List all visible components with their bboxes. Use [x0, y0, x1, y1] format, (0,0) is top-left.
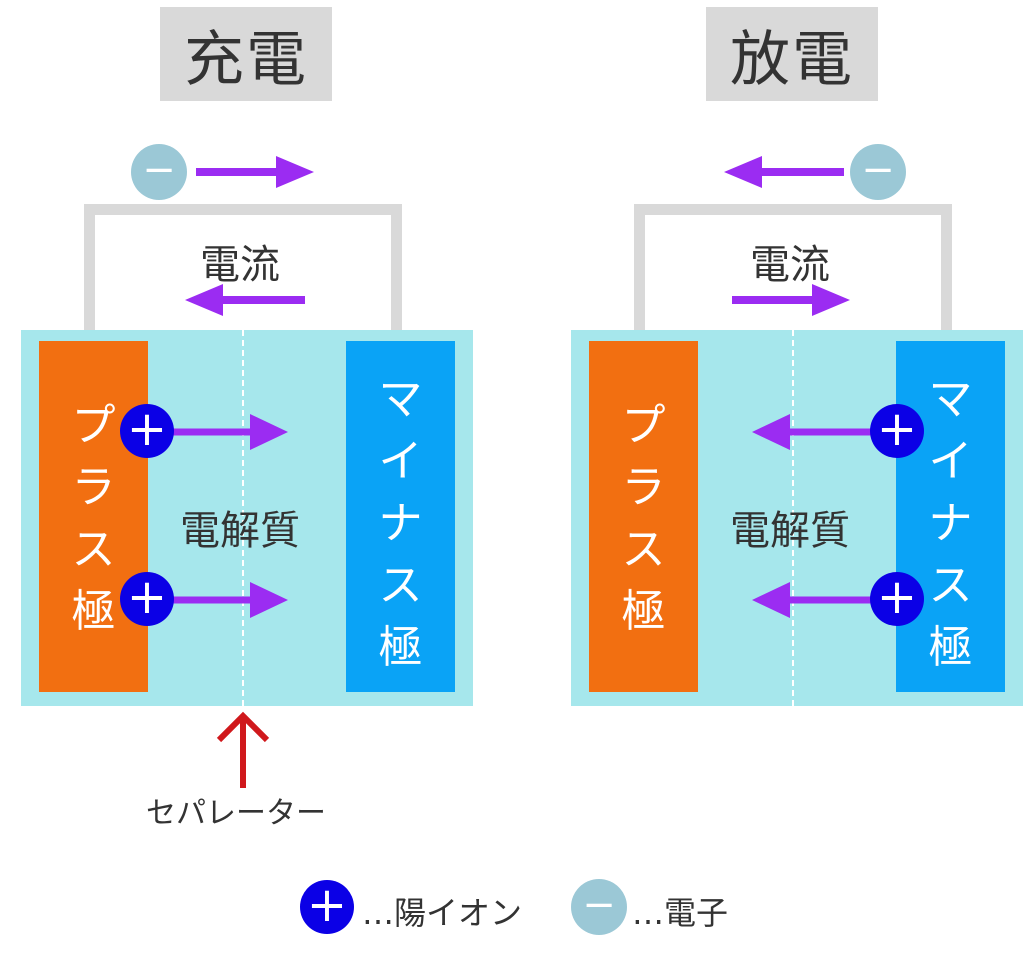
- external-circuit-wire: [634, 204, 952, 353]
- minus-electrode-char: ス: [928, 560, 973, 611]
- minus-electrode-char: ス: [378, 560, 423, 611]
- electron-flow-arrow: [196, 156, 314, 188]
- discharge-panel: 放電 − 電流 プ ラ ス 極 マ イ ナ ス 極 電解質 + +: [550, 0, 1036, 760]
- cation-icon: +: [870, 404, 924, 458]
- minus-electrode-char: イ: [378, 436, 423, 487]
- minus-electrode-char: イ: [928, 436, 973, 487]
- electrolyte-label: 電解質: [180, 508, 300, 554]
- cation-icon: +: [120, 572, 174, 626]
- minus-electrode-char: 極: [928, 622, 973, 673]
- charge-panel: 充電 − 電流 プ ラ ス 極 マ イ ナ ス 極 電解質 + + セパレーター: [0, 0, 518, 831]
- plus-electrode-char: 極: [621, 586, 666, 637]
- plus-electrode-char: ラ: [71, 462, 116, 513]
- legend-electron-label: …電子: [632, 894, 729, 932]
- minus-electrode-char: マ: [378, 374, 423, 425]
- minus-electrode: マ イ ナ ス 極: [346, 341, 455, 692]
- plus-electrode: プ ラ ス 極: [39, 341, 148, 692]
- minus-electrode-char: ナ: [928, 498, 973, 549]
- electron-icon: −: [131, 144, 187, 200]
- external-circuit-wire: [84, 204, 402, 353]
- charge-title: 充電: [160, 7, 332, 101]
- plus-electrode-char: 極: [71, 586, 116, 637]
- plus-electrode: プ ラ ス 極: [589, 341, 698, 692]
- plus-electrode-char: ス: [71, 524, 116, 575]
- current-label: 電流: [200, 242, 280, 288]
- ion-flow-arrow: [170, 414, 288, 450]
- cation-icon: +: [120, 404, 174, 458]
- separator: [242, 330, 244, 706]
- separator-label: セパレーター: [146, 796, 326, 831]
- minus-electrode-char: 極: [378, 622, 423, 673]
- ion-flow-arrow: [170, 582, 288, 618]
- legend-electron-icon: −: [571, 879, 627, 935]
- ion-flow-arrow: [752, 414, 872, 450]
- plus-electrode-char: ス: [621, 524, 666, 575]
- electrolyte-label: 電解質: [730, 508, 850, 554]
- plus-electrode-char: ラ: [621, 462, 666, 513]
- legend-cation-label: …陽イオン: [362, 894, 523, 932]
- electron-flow-arrow: [724, 156, 844, 188]
- minus-electrode-char: ナ: [378, 498, 423, 549]
- minus-electrode-char: マ: [928, 374, 973, 425]
- plus-electrode-char: プ: [621, 400, 666, 451]
- electron-icon: −: [850, 144, 906, 200]
- ion-flow-arrow: [752, 582, 872, 618]
- current-direction-arrow: [185, 284, 305, 316]
- discharge-title: 放電: [706, 7, 878, 101]
- separator-pointer-arrow: [216, 711, 270, 788]
- legend: + …陽イオン − …電子: [0, 870, 1036, 950]
- separator: [792, 330, 794, 706]
- current-direction-arrow: [732, 284, 850, 316]
- legend-cation-icon: +: [300, 880, 354, 934]
- plus-electrode-char: プ: [71, 400, 116, 451]
- current-label: 電流: [750, 242, 830, 288]
- minus-electrode: マ イ ナ ス 極: [896, 341, 1005, 692]
- cation-icon: +: [870, 572, 924, 626]
